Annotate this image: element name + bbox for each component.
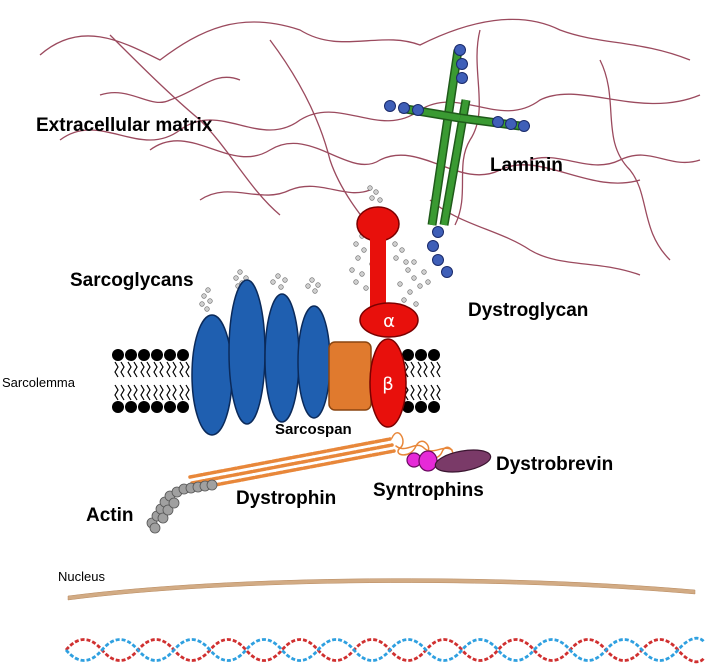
- dystroglycan-label: Dystroglycan: [468, 300, 588, 321]
- sarcospan: [328, 341, 372, 411]
- nucleus-envelope: [67, 578, 696, 601]
- dna-double-helix: [64, 636, 706, 664]
- extracellular-matrix-fibers: [39, 18, 701, 276]
- actin-filament: [146, 479, 218, 534]
- sarcolemma-label: Sarcolemma: [2, 375, 76, 390]
- alpha-dystroglycan: [359, 302, 419, 338]
- dystrobrevin: [434, 449, 492, 473]
- dystroglycan-head: [356, 206, 400, 242]
- nucleus-label: Nucleus: [58, 569, 105, 584]
- glycan-chains: [199, 185, 431, 312]
- beta-symbol: β: [382, 374, 394, 395]
- dystroglycan: [356, 206, 419, 428]
- sarcoglycans-label: Sarcoglycans: [70, 270, 194, 291]
- dystrophin: [188, 432, 454, 491]
- syntrophins: [406, 450, 438, 472]
- sarcoglycan-1: [191, 314, 233, 436]
- laminin: [384, 44, 530, 278]
- syntrophins-label: Syntrophins: [373, 480, 484, 501]
- sarcoglycan-complex: [191, 279, 331, 436]
- laminin-label: Laminin: [490, 155, 563, 176]
- dystrobrevin-label: Dystrobrevin: [496, 454, 613, 475]
- actin-label: Actin: [86, 505, 134, 526]
- sarcoglycan-3: [264, 293, 300, 423]
- sarcoglycan-2: [228, 279, 266, 425]
- beta-dystroglycan: [369, 338, 407, 428]
- dystrophin-label: Dystrophin: [236, 488, 336, 509]
- extracellular-matrix-label: Extracellular matrix: [36, 115, 213, 136]
- alpha-symbol: α: [383, 311, 395, 332]
- sarcolemma-bilayer: [112, 349, 441, 413]
- sarcospan-label: Sarcospan: [275, 421, 352, 438]
- sarcoglycan-4: [297, 305, 331, 419]
